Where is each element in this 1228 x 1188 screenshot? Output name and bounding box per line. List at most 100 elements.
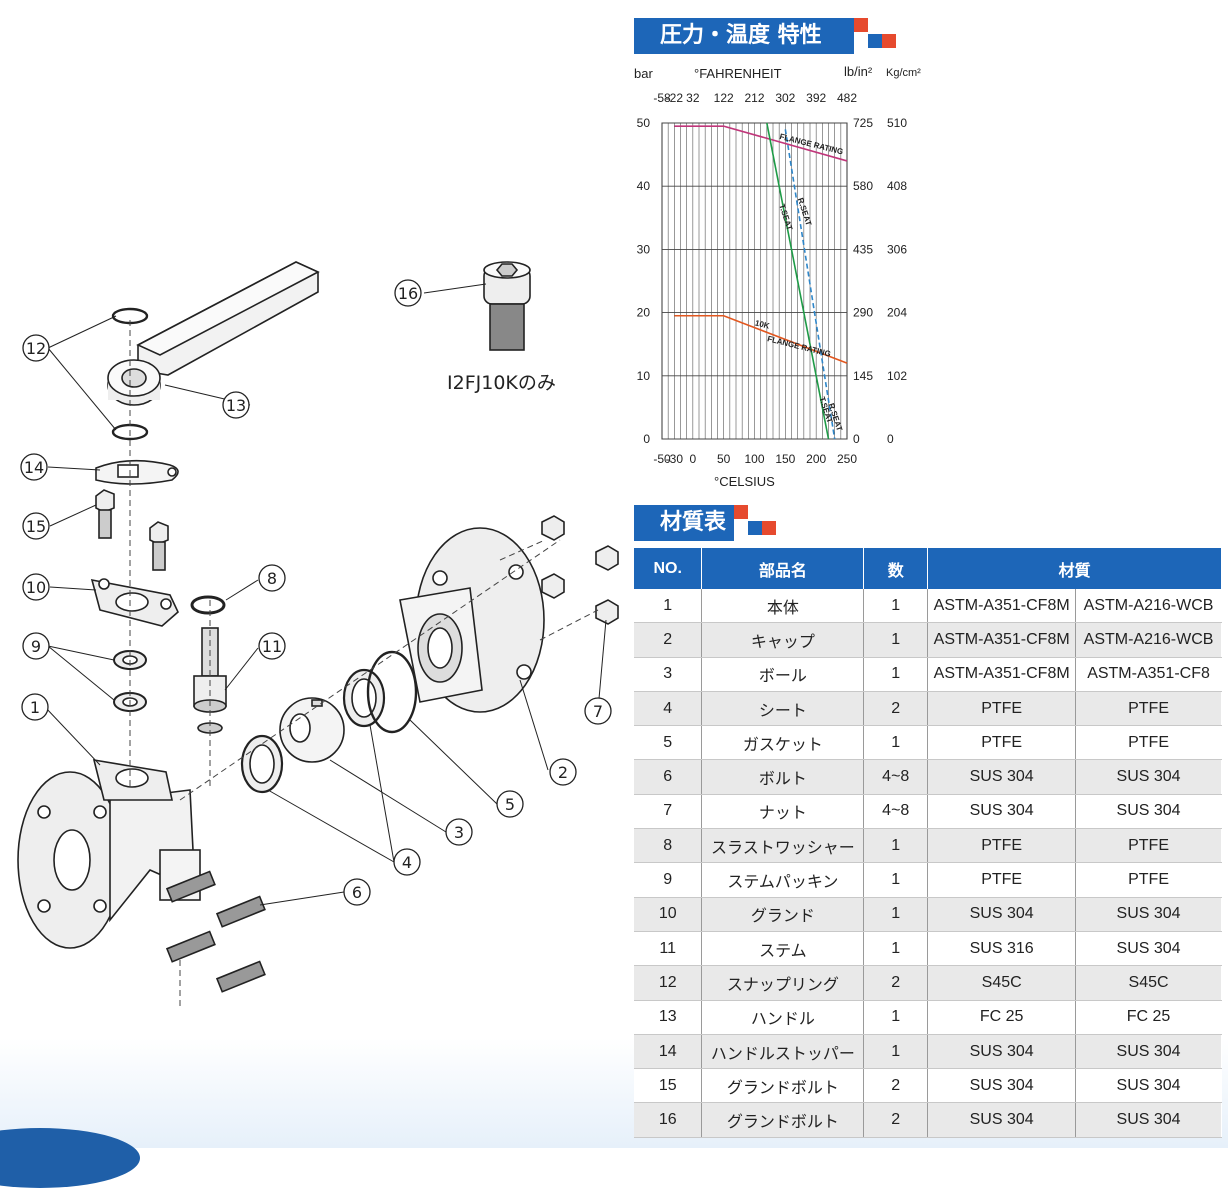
- x-tick-celsius: 150: [775, 452, 795, 466]
- x-tick-celsius: 0: [689, 452, 696, 466]
- unit-fahrenheit: °FAHRENHEIT: [694, 66, 782, 81]
- cell-name: スラストワッシャー: [701, 828, 865, 864]
- callout-circle: [22, 573, 50, 601]
- part-hex-socket-bolt: [483, 261, 531, 351]
- cell-mat2: ASTM-A351-CF8: [1075, 657, 1222, 692]
- x-tick-fahrenheit: 482: [837, 91, 857, 105]
- cell-mat1: SUS 304: [927, 1034, 1077, 1070]
- y-tick-bar: 30: [637, 242, 651, 256]
- cell-name: ハンドルストッパー: [701, 1034, 865, 1070]
- x-tick-fahrenheit: -22: [666, 91, 684, 105]
- cell-name: ボール: [701, 657, 865, 692]
- part-bolts: [165, 870, 266, 993]
- cell-no: 12: [634, 965, 703, 1001]
- cell-no: 4: [634, 691, 703, 727]
- y-tick-kg: 204: [887, 306, 907, 320]
- cell-mat2: S45C: [1075, 965, 1222, 1001]
- cell-name: 本体: [701, 589, 865, 624]
- cell-name: グランドボルト: [701, 1068, 865, 1104]
- callout-label: 2: [558, 763, 568, 782]
- cell-qty: 1: [863, 828, 929, 864]
- y-tick-psi: 435: [853, 242, 873, 256]
- cell-no: 1: [634, 589, 703, 624]
- chart-ticks: 0102030405001452904355807250102204306408…: [637, 91, 908, 466]
- cell-qty: 1: [863, 862, 929, 898]
- part-handle: [107, 261, 320, 406]
- x-tick-fahrenheit: 302: [775, 91, 795, 105]
- cell-no: 10: [634, 897, 703, 932]
- x-tick-fahrenheit: -58: [653, 91, 671, 105]
- series-line: [674, 314, 848, 364]
- part-gasket: [366, 650, 418, 734]
- cell-mat1: PTFE: [927, 862, 1077, 898]
- x-tick-fahrenheit: 212: [744, 91, 764, 105]
- callout-label: 3: [454, 823, 464, 842]
- cell-mat2: PTFE: [1075, 862, 1222, 898]
- callout-circle: [394, 279, 422, 307]
- cell-mat1: ASTM-A351-CF8M: [927, 589, 1077, 624]
- callout-circle: [445, 818, 473, 846]
- y-tick-kg: 510: [887, 116, 907, 130]
- series-line: [784, 129, 836, 440]
- y-tick-bar: 50: [637, 116, 651, 130]
- cell-qty: 1: [863, 725, 929, 761]
- part-thrust-washer: [190, 595, 226, 615]
- callout-label: 6: [352, 883, 362, 902]
- cell-no: 2: [634, 622, 703, 658]
- cell-mat1: S45C: [927, 965, 1077, 1001]
- cell-mat2: ASTM-A216-WCB: [1075, 589, 1222, 624]
- cell-mat2: PTFE: [1075, 828, 1222, 864]
- part-body: [17, 759, 201, 949]
- cell-mat1: PTFE: [927, 691, 1077, 727]
- cell-mat1: PTFE: [927, 828, 1077, 864]
- header-material: 材質: [927, 548, 1222, 589]
- y-tick-bar: 0: [643, 432, 650, 446]
- callout-circle: [222, 391, 250, 419]
- cell-mat1: SUS 304: [927, 759, 1077, 795]
- cell-qty: 2: [863, 1102, 929, 1138]
- cell-name: ステム: [701, 931, 865, 967]
- callout-circle: [22, 334, 50, 362]
- materials-header-row: NO. 部品名 数 材質: [634, 548, 1222, 589]
- cell-qty: 1: [863, 657, 929, 692]
- cell-qty: 1: [863, 589, 929, 624]
- chart-series: [674, 122, 848, 440]
- cell-no: 15: [634, 1068, 703, 1104]
- banner-square-blue: [868, 34, 882, 48]
- x-tick-fahrenheit: 392: [806, 91, 826, 105]
- cell-name: グランドボルト: [701, 1102, 865, 1138]
- callout-circle: [496, 790, 524, 818]
- x-tick-celsius: -30: [666, 452, 684, 466]
- x-tick-celsius: 250: [837, 452, 857, 466]
- cell-no: 8: [634, 828, 703, 864]
- cell-mat1: SUS 304: [927, 1068, 1077, 1104]
- part-nuts: [541, 515, 619, 625]
- unit-psi: lb/in²: [844, 64, 873, 79]
- callout-label: 14: [24, 458, 44, 477]
- header-qty: 数: [863, 548, 929, 589]
- cell-qty: 1: [863, 931, 929, 967]
- callout-label: 5: [505, 795, 515, 814]
- y-tick-psi: 580: [853, 179, 873, 193]
- callout-circle: [393, 848, 421, 876]
- header-no: NO.: [634, 548, 703, 589]
- cell-no: 7: [634, 794, 703, 830]
- cell-no: 13: [634, 1000, 703, 1035]
- cell-name: ボルト: [701, 759, 865, 795]
- y-tick-kg: 306: [887, 242, 907, 256]
- cell-no: 5: [634, 725, 703, 761]
- cell-qty: 1: [863, 1000, 929, 1035]
- cell-no: 16: [634, 1102, 703, 1138]
